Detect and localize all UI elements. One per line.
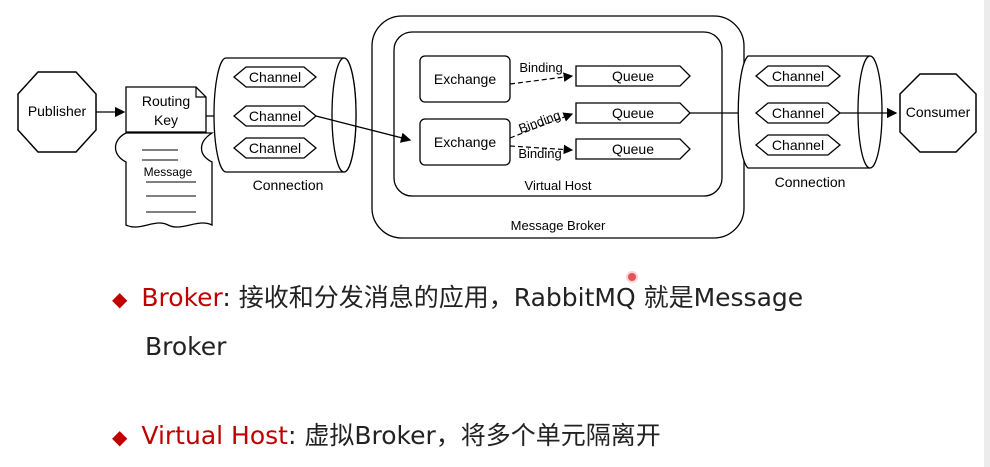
rabbitmq-architecture-diagram: Publisher Routing Key Message Channel Ch…: [17, 15, 977, 239]
left-channel-3: Channel: [232, 137, 318, 159]
queue-1: Queue: [575, 65, 691, 87]
svg-text:Channel: Channel: [772, 105, 824, 121]
left-channel-2: Channel: [232, 105, 318, 127]
consumer-node: Consumer: [899, 73, 977, 153]
consumer-label: Consumer: [906, 104, 971, 120]
bullet-virtual-host-term: Virtual Host: [141, 421, 288, 450]
right-connection-label: Connection: [775, 174, 846, 190]
message-label: Message: [144, 165, 193, 179]
svg-text:Channel: Channel: [249, 108, 301, 124]
svg-text:Exchange: Exchange: [434, 134, 496, 150]
bullet-virtual-host: ◆ Virtual Host: 虚拟Broker，将多个单元隔离开: [112, 412, 912, 461]
svg-text:Channel: Channel: [772, 137, 824, 153]
binding-label-3: Binding: [518, 146, 561, 161]
right-channel-3: Channel: [754, 134, 842, 156]
binding-label-1: Binding: [519, 60, 562, 75]
svg-text:Channel: Channel: [249, 69, 301, 85]
queue-3: Queue: [575, 138, 691, 160]
svg-text:Queue: Queue: [612, 141, 654, 157]
bullet-virtual-host-text: : 虚拟Broker，将多个单元隔离开: [287, 421, 661, 450]
publisher-label: Publisher: [28, 103, 87, 119]
bullet-broker-term: Broker: [141, 283, 223, 312]
message-broker-label: Message Broker: [511, 218, 606, 233]
left-connection-cylinder: Channel Channel Channel: [213, 57, 357, 173]
diamond-bullet-icon: ◆: [112, 287, 128, 311]
exchange-2: Exchange: [419, 118, 511, 166]
bullet-broker-text: : 接收和分发消息的应用，RabbitMQ 就是Message: [222, 283, 804, 312]
right-connection-cylinder: Channel Channel Channel: [737, 55, 883, 169]
bullet-broker-text-line2: Broker: [145, 332, 227, 361]
svg-text:Exchange: Exchange: [434, 71, 496, 87]
right-channel-1: Channel: [754, 65, 842, 87]
publisher-node: Publisher: [17, 71, 97, 153]
routing-key-note: Routing Key: [125, 86, 207, 133]
left-connection-label: Connection: [253, 177, 324, 193]
cursor-dot: [628, 273, 636, 281]
message-scroll: Message: [114, 132, 215, 228]
svg-text:Queue: Queue: [612, 105, 654, 121]
right-channel-2: Channel: [754, 102, 842, 124]
virtual-host-label: Virtual Host: [525, 178, 592, 193]
diamond-bullet-icon: ◆: [112, 425, 128, 449]
exchange-1: Exchange: [419, 55, 511, 103]
svg-text:Channel: Channel: [772, 68, 824, 84]
queue-2: Queue: [575, 102, 691, 124]
svg-text:Channel: Channel: [249, 140, 301, 156]
routing-key-line1: Routing: [142, 93, 190, 109]
svg-text:Queue: Queue: [612, 68, 654, 84]
right-edge-bar: [984, 0, 990, 467]
bullet-broker: ◆Broker: 接收和分发消息的应用，RabbitMQ 就是Message B…: [112, 274, 912, 371]
routing-key-line2: Key: [154, 112, 178, 128]
left-channel-1: Channel: [232, 66, 318, 88]
